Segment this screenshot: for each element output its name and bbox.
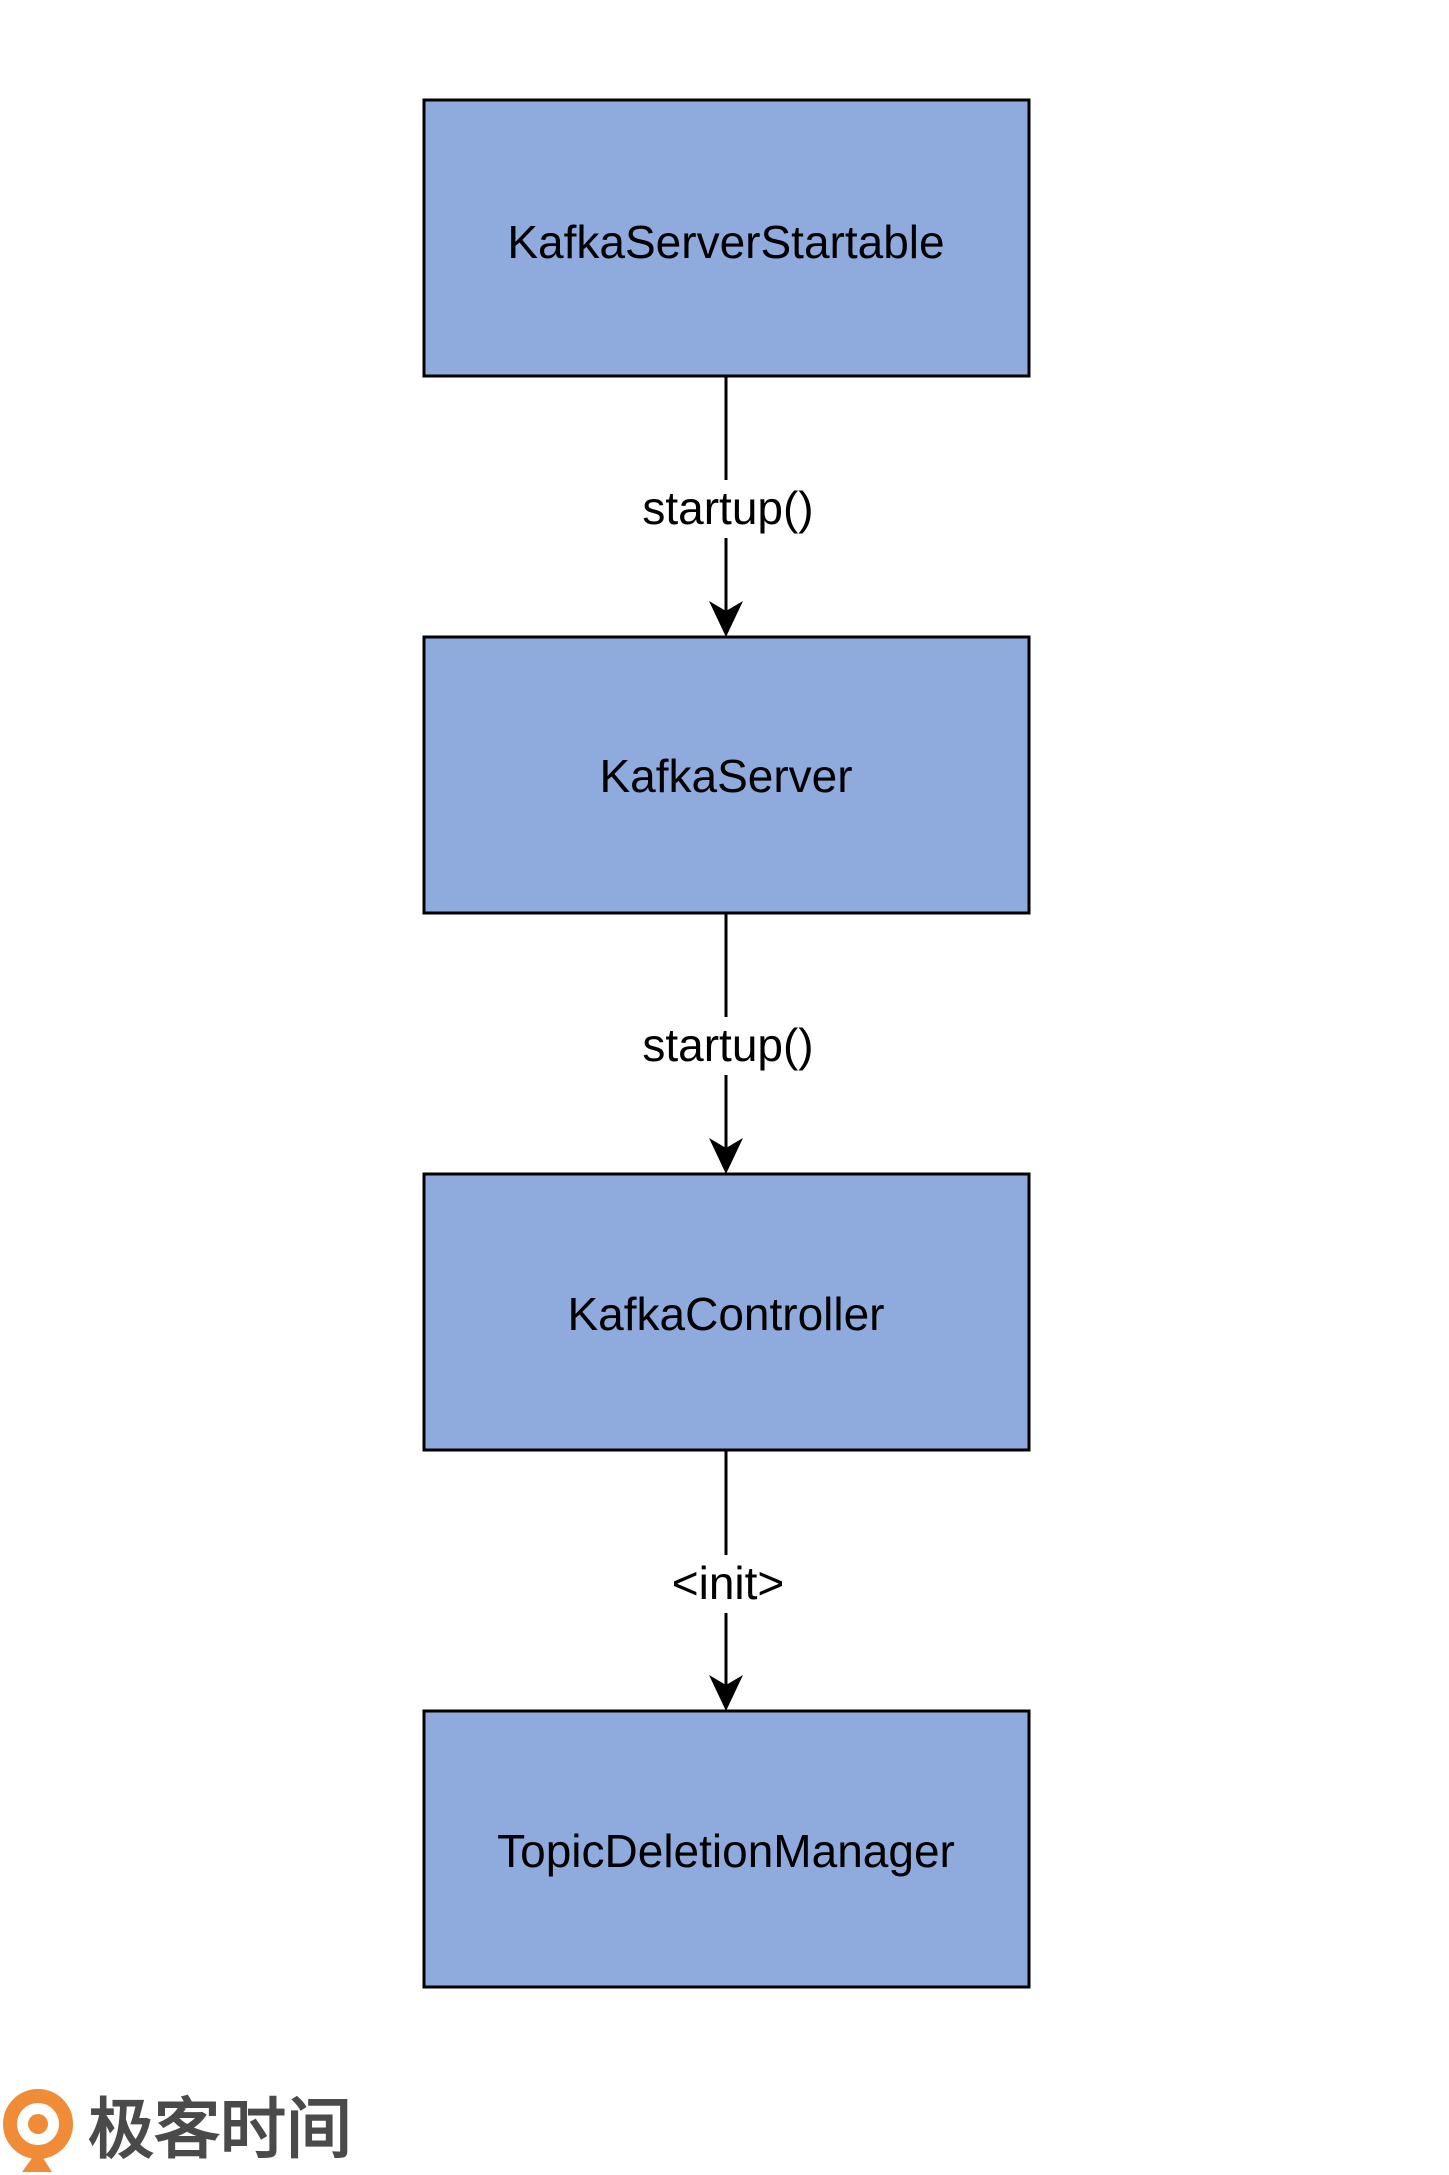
node-box — [422, 635, 1031, 915]
edge-label: <init> — [672, 1557, 785, 1609]
edge-startup-2: startup() — [642, 913, 814, 1174]
arrowhead-icon — [709, 1138, 743, 1174]
node-box — [422, 1172, 1031, 1452]
node-kafka-server-startable: KafkaServerStartable — [422, 98, 1031, 378]
edge-startup-1: startup() — [642, 376, 814, 637]
node-box — [422, 98, 1031, 378]
node-kafka-server: KafkaServer — [422, 635, 1031, 915]
edge-init: <init> — [672, 1450, 785, 1711]
node-label: KafkaController — [567, 1288, 884, 1340]
arrowhead-icon — [709, 1675, 743, 1711]
edge-label: startup() — [642, 1019, 813, 1071]
node-topic-deletion-manager: TopicDeletionManager — [422, 1709, 1031, 1989]
node-label: TopicDeletionManager — [497, 1825, 955, 1877]
node-label: KafkaServer — [599, 750, 852, 802]
geekbang-logo: 极客时间 — [3, 2089, 352, 2172]
geekbang-logo-icon — [3, 2089, 73, 2172]
arrowhead-icon — [709, 601, 743, 637]
node-label: KafkaServerStartable — [507, 216, 944, 268]
node-kafka-controller: KafkaController — [422, 1172, 1031, 1452]
edge-label: startup() — [642, 482, 813, 534]
logo-text: 极客时间 — [88, 2091, 352, 2168]
node-box — [422, 1709, 1031, 1989]
